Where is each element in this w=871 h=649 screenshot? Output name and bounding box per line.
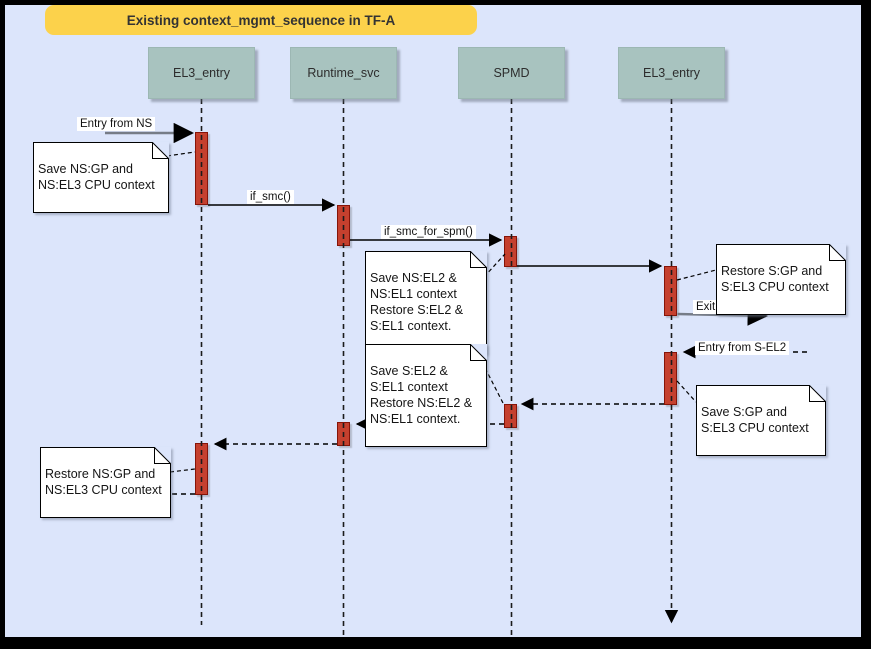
note-save-ns-el2: Save NS:EL2 & NS:EL1 context Restore S:E… — [365, 251, 487, 354]
activation-bar-el3a-2 — [195, 443, 208, 495]
note-save-ns-gp: Save NS:GP and NS:EL3 CPU context — [33, 142, 169, 213]
note-fold-icon — [809, 385, 826, 402]
activation-bar-el3b-2 — [664, 352, 677, 405]
note-restore-s-gp: Restore S:GP and S:EL3 CPU context — [716, 244, 846, 315]
note-fold-icon — [470, 251, 487, 268]
note-fold-icon — [470, 344, 487, 361]
activation-bar-spmd-1 — [504, 236, 517, 267]
activation-bar-runtime-1 — [337, 205, 350, 246]
message-label-if-smc-for-spm: if_smc_for_spm() — [381, 225, 476, 239]
note-restore-ns-gp: Restore NS:GP and NS:EL3 CPU context — [40, 447, 171, 518]
note-save-s-el2: Save S:EL2 & S:EL1 context Restore NS:EL… — [365, 344, 487, 447]
activation-bar-el3a-1 — [195, 132, 208, 205]
note-text: Save S:GP and S:EL3 CPU context — [701, 405, 809, 435]
note-text: Save NS:GP and NS:EL3 CPU context — [38, 162, 155, 192]
activation-bar-spmd-2 — [504, 404, 517, 428]
note-save-s-gp: Save S:GP and S:EL3 CPU context — [696, 385, 826, 456]
note-text: Save NS:EL2 & NS:EL1 context Restore S:E… — [370, 271, 464, 333]
actor-el3-entry-1: EL3_entry — [148, 47, 255, 99]
message-label-if-smc: if_smc() — [247, 190, 294, 204]
actor-el3-entry-2: EL3_entry — [618, 47, 725, 99]
note-fold-icon — [152, 142, 169, 159]
actor-runtime-svc: Runtime_svc — [290, 47, 397, 99]
actor-spmd: SPMD — [458, 47, 565, 99]
message-label-entry-from-ns: Entry from NS — [77, 117, 156, 131]
note-fold-icon — [829, 244, 846, 261]
note-text: Restore NS:GP and NS:EL3 CPU context — [45, 467, 162, 497]
note-text: Restore S:GP and S:EL3 CPU context — [721, 264, 829, 294]
activation-bar-runtime-2 — [337, 422, 350, 446]
note-text: Save S:EL2 & S:EL1 context Restore NS:EL… — [370, 364, 473, 426]
message-label-entry-from-s-el2: Entry from S-EL2 — [695, 341, 790, 355]
diagram-title: Existing context_mgmt_sequence in TF-A — [45, 5, 477, 35]
activation-bar-el3b-1 — [664, 266, 677, 316]
note-fold-icon — [154, 447, 171, 464]
